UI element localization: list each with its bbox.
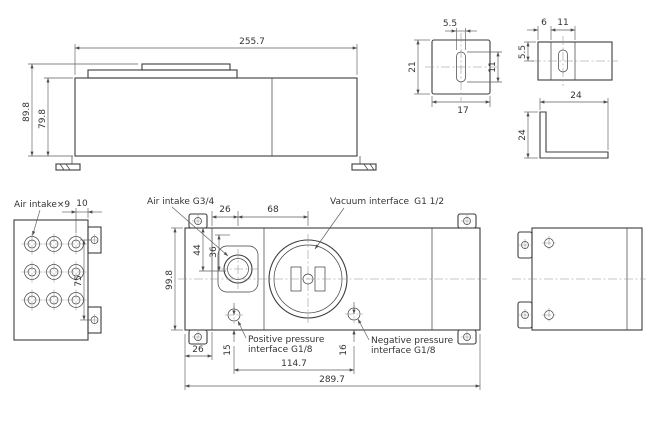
end-view: 10 75 Air intake×9: [13, 199, 102, 341]
positive-pressure-label-line2: interface G1/8: [248, 345, 313, 355]
negative-pressure-label-line1: Negative pressure: [371, 336, 454, 346]
dim-clamp-slot-length: 11: [488, 61, 498, 72]
dim-plan-15: 15: [223, 344, 233, 355]
dim-plan-114: 114.7: [281, 359, 307, 369]
vacuum-interface-leader: [314, 207, 345, 250]
dim-clamp-top-11: 11: [557, 18, 568, 28]
dim-end-75: 75: [74, 275, 84, 286]
dim-plan-26-bottom: 26: [192, 345, 204, 355]
negative-pressure-leader: [357, 318, 370, 341]
dim-clamp-height: 21: [408, 61, 418, 72]
angle-bracket: [539, 111, 609, 159]
positive-pressure-leader: [237, 320, 247, 339]
dim-end-10: 10: [76, 199, 88, 209]
plan-bottom-dimensions: 15 16 26 114.7 289.7: [184, 302, 481, 390]
dim-clamp-width: 17: [457, 106, 468, 116]
positive-pressure-label-line1: Positive pressure: [248, 335, 325, 345]
dim-plan-16: 16: [339, 344, 349, 356]
clamp-top-view: 6 11 5.5: [518, 18, 618, 86]
end-view-dimensions: 10 75: [62, 199, 102, 321]
air-intake-x9-label: Air intake×9: [14, 200, 70, 210]
right-ear-bottom: [517, 301, 533, 329]
dim-plan-width: 99.8: [165, 270, 175, 290]
dim-side-height-body: 79.8: [38, 109, 48, 129]
angle-bracket-view: 24 24: [518, 91, 609, 159]
dim-side-height-total: 89.8: [22, 102, 32, 122]
side-dimensions: 255.7 89.8 79.8: [22, 37, 358, 157]
angle-bracket-dimensions: 24 24: [518, 91, 609, 159]
end-body: [13, 219, 89, 341]
plan-top-dimensions: 26 68: [211, 205, 309, 226]
dim-clamp-slot-width: 5.5: [443, 19, 457, 29]
dim-plan-44: 44: [193, 244, 203, 256]
side-lid-raised: [141, 63, 231, 71]
right-ear-top: [517, 231, 533, 259]
plan-view: 26 68 44 36 99.8 15 16: [147, 197, 487, 390]
negative-pressure-label-line2: interface G1/8: [371, 346, 436, 356]
side-foot-right: [351, 156, 377, 171]
clamp-front-view: 5.5 21 11 17: [408, 19, 502, 116]
pressure-ports: [225, 305, 363, 324]
dim-plan-length: 289.7: [319, 375, 345, 385]
dim-side-length: 255.7: [239, 37, 265, 47]
dim-angle-vertical: 24: [518, 129, 528, 141]
side-foot-left: [55, 156, 81, 171]
air-intake-x9-leader: [32, 209, 41, 236]
air-intake-leader: [171, 206, 229, 257]
plan-mounting-ears: [188, 213, 477, 345]
side-view: 255.7 89.8 79.8: [22, 37, 377, 171]
clamp-top-dimensions: 6 11 5.5: [518, 18, 576, 62]
clamp-front-dimensions: 5.5 21 11 17: [408, 19, 502, 116]
dim-plan-26-top: 26: [219, 205, 231, 215]
side-body: [74, 77, 358, 157]
air-intake-label: Air intake G3/4: [147, 197, 214, 207]
dim-clamp-top-55: 5.5: [518, 45, 528, 59]
air-intake-holes: [21, 233, 87, 311]
right-view: [512, 227, 646, 331]
dim-angle-horizontal: 24: [570, 91, 582, 101]
side-lid: [87, 69, 238, 79]
plan-left-dimensions: 44 36 99.8: [165, 227, 230, 331]
dim-clamp-top-6: 6: [541, 18, 547, 28]
dim-plan-68: 68: [267, 205, 279, 215]
dim-plan-36: 36: [209, 246, 219, 258]
